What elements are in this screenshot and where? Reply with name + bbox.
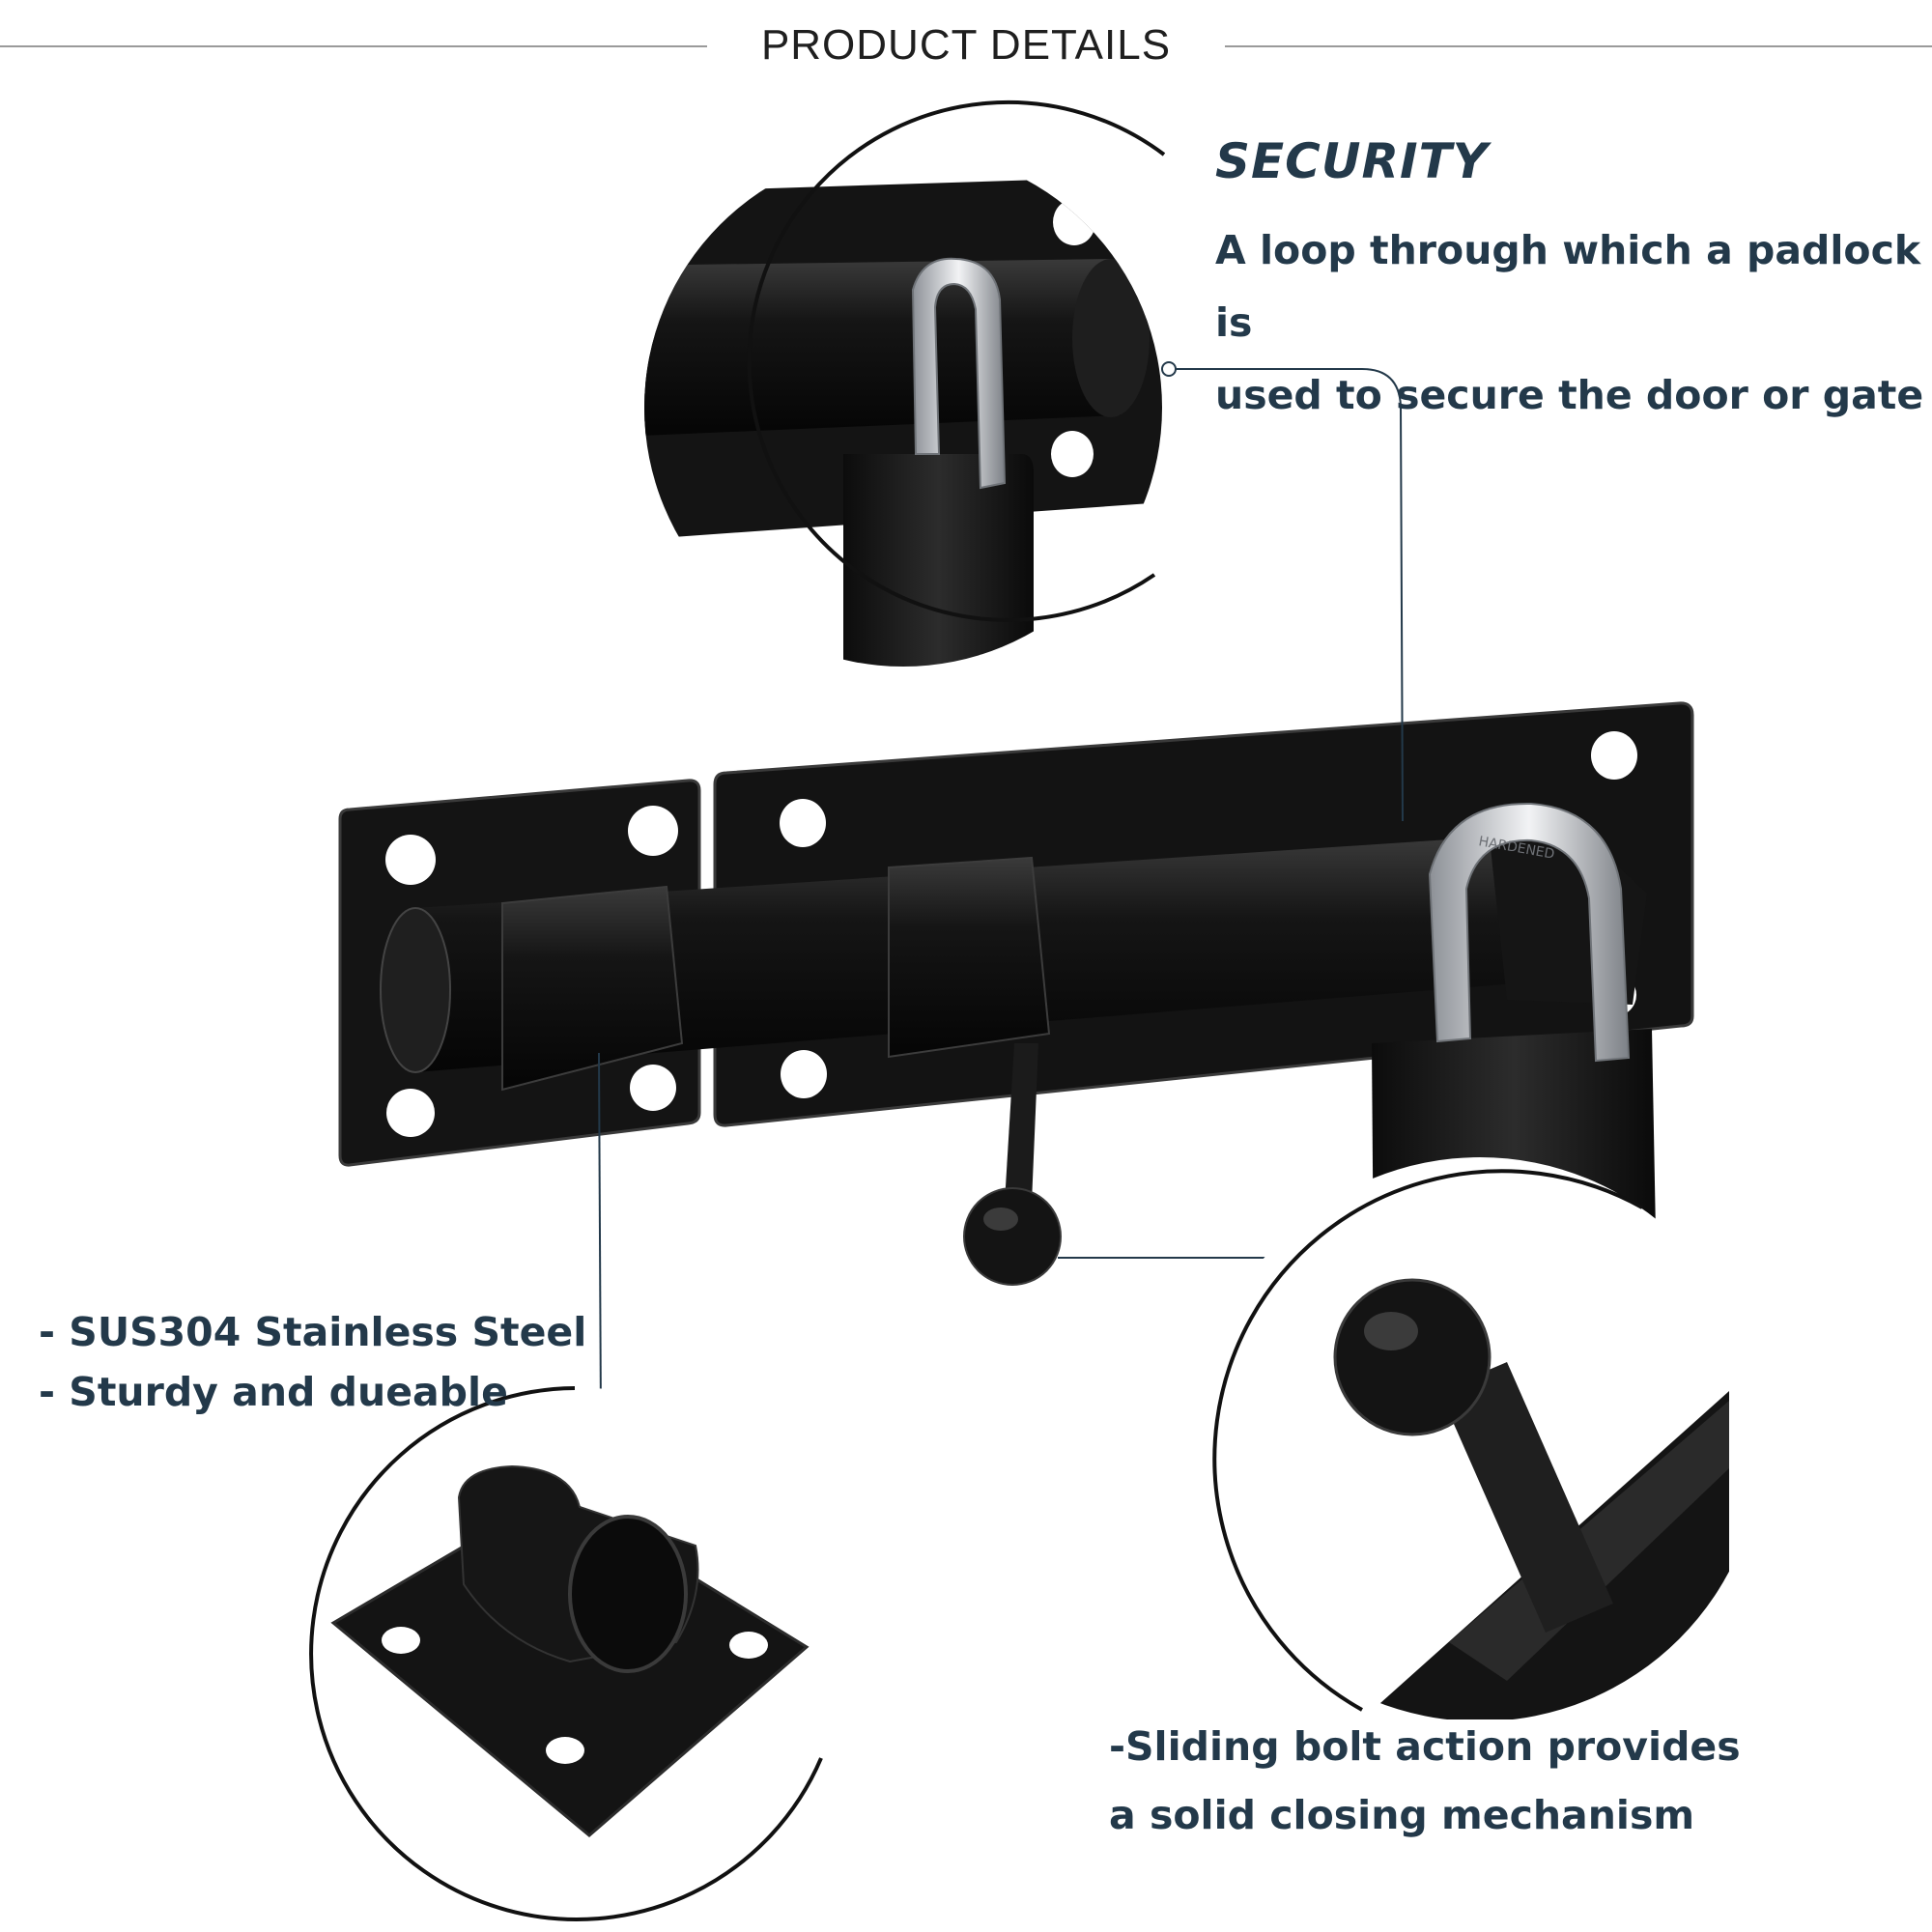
callout-security xyxy=(1169,368,1404,822)
security-line: A loop through which a padlock is xyxy=(1215,227,1921,346)
security-heading: SECURITY xyxy=(1215,133,1489,189)
keeper-hole xyxy=(385,835,436,885)
bolt-line: -Sliding bolt action provides xyxy=(1109,1723,1741,1770)
bolt-rod-end xyxy=(380,907,451,1073)
callout-material xyxy=(598,1052,602,1421)
keeper-sleeve xyxy=(501,885,684,1092)
keeper-hole xyxy=(386,1089,435,1137)
plate-hole xyxy=(1591,731,1637,780)
header-rule-right xyxy=(1225,45,1932,47)
keeper-hole xyxy=(630,1065,676,1111)
detail-padlock xyxy=(644,99,1166,667)
bolt-line: a solid closing mechanism xyxy=(1109,1792,1695,1838)
bolt-handle-stem xyxy=(1005,1043,1038,1203)
material-line: - SUS304 Stainless Steel xyxy=(39,1309,587,1355)
guide-sleeve xyxy=(888,856,1051,1059)
page-title: PRODUCT DETAILS xyxy=(760,21,1172,69)
security-description: A loop through which a padlock is used t… xyxy=(1215,214,1930,432)
detail-keeper xyxy=(309,1386,852,1921)
main-barrel-bolt: HARDENED xyxy=(338,701,1694,1287)
header-rule-left xyxy=(0,45,707,47)
plate-hole xyxy=(781,1050,827,1098)
security-line: used to secure the door or gate xyxy=(1215,372,1924,418)
material-line: - Sturdy and dueable xyxy=(39,1369,508,1415)
material-description: - SUS304 Stainless Steel - Sturdy and du… xyxy=(39,1302,676,1422)
callout-dot xyxy=(1161,361,1177,377)
padlock-shackle xyxy=(1428,802,1631,1063)
detail-handle xyxy=(1198,1157,1762,1721)
bolt-handle-knob xyxy=(963,1187,1062,1286)
plate-hole xyxy=(780,799,826,847)
keeper-hole xyxy=(628,806,678,856)
bolt-description: -Sliding bolt action provides a solid cl… xyxy=(1109,1713,1930,1850)
knob-highlight xyxy=(983,1208,1018,1231)
